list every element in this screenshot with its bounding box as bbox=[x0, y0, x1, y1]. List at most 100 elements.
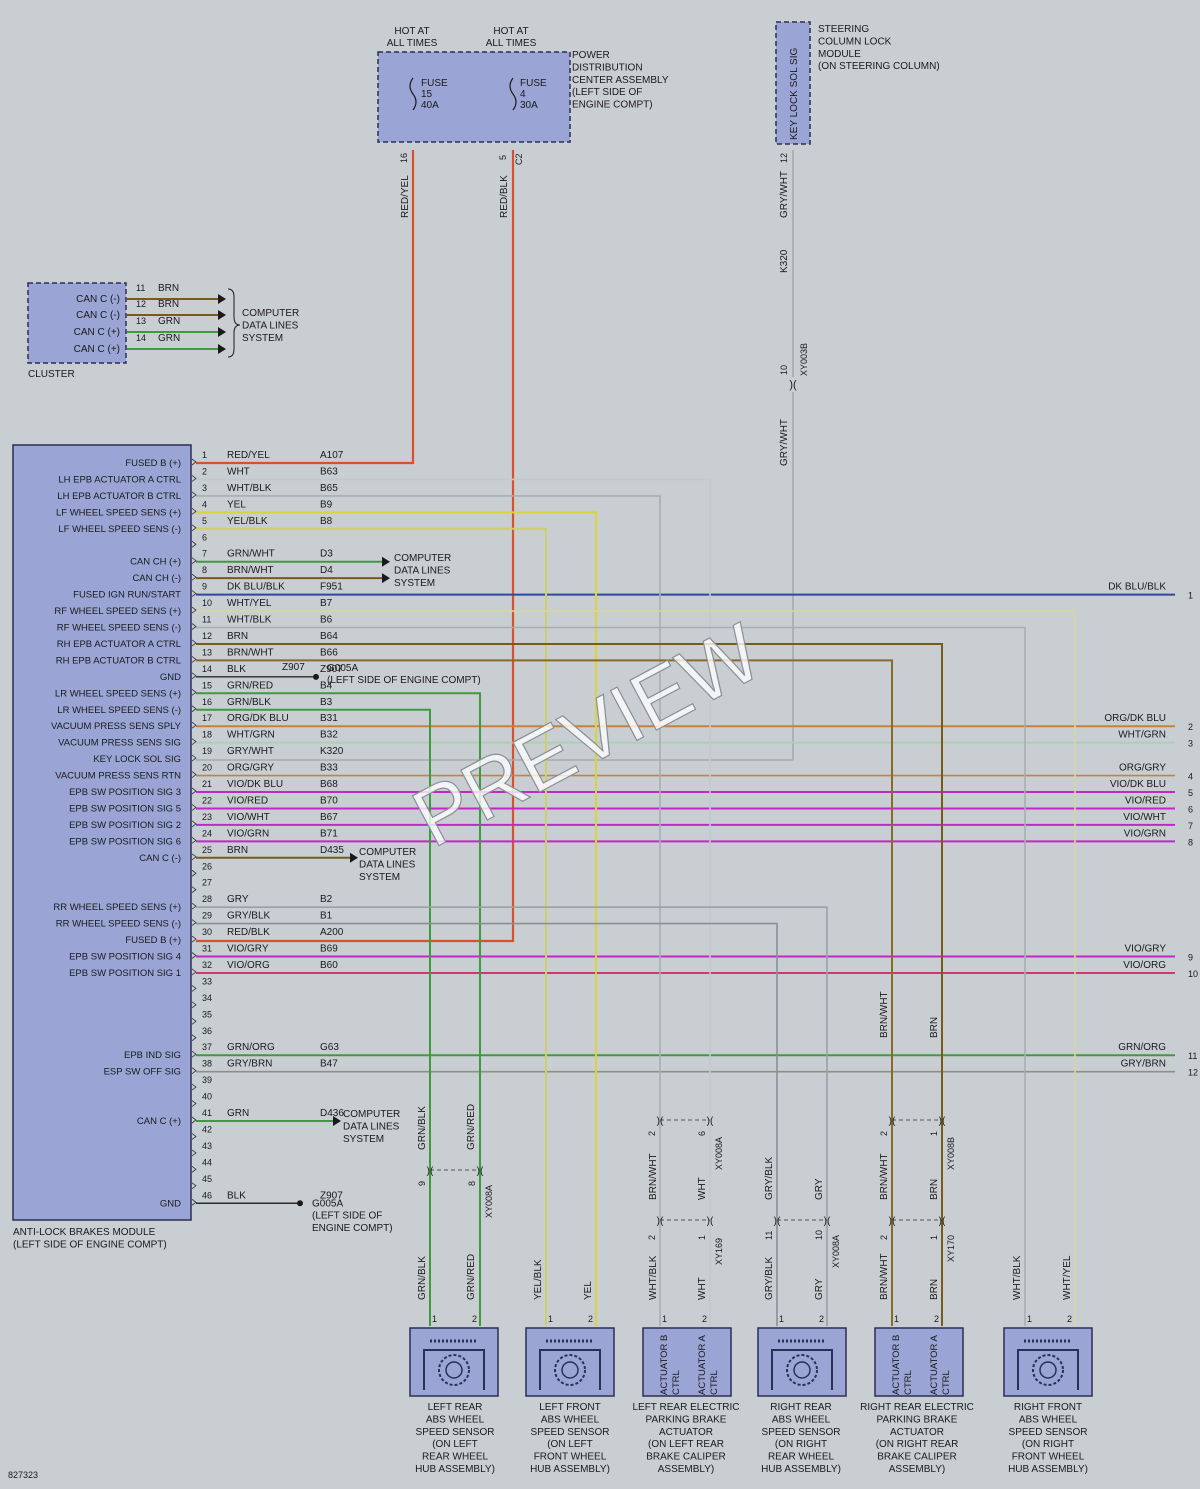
wire-color-label: GRY/BLK bbox=[227, 911, 270, 922]
gear-icon bbox=[445, 1361, 463, 1379]
wire-brn-wht bbox=[196, 659, 893, 1116]
component-label: (ON LEFT bbox=[547, 1439, 593, 1450]
pin-number: 43 bbox=[202, 1141, 212, 1151]
pin-number: 34 bbox=[202, 993, 212, 1003]
connector-id: XY008A bbox=[714, 1137, 724, 1170]
component-label: ASSEMBLY) bbox=[889, 1464, 946, 1475]
wire-color-label: GRN bbox=[227, 1108, 249, 1119]
wire-color-label: GRY/BRN bbox=[227, 1059, 272, 1070]
pin-number: 2 bbox=[1067, 1314, 1072, 1324]
pin-number: 44 bbox=[202, 1157, 212, 1167]
abs-signal-label: GND bbox=[160, 672, 181, 683]
pin-number: 1 bbox=[548, 1314, 553, 1324]
pin-marker bbox=[191, 754, 197, 762]
pin-marker bbox=[191, 886, 197, 894]
component-label: HUB ASSEMBLY) bbox=[530, 1464, 610, 1475]
computer-data-lines-label: COMPUTER bbox=[359, 847, 416, 858]
watermark: PREVIEW bbox=[399, 606, 776, 864]
pin-number: 36 bbox=[202, 1026, 212, 1036]
pin-marker bbox=[191, 1166, 197, 1173]
pin-marker bbox=[191, 952, 197, 959]
pin-number: 16 bbox=[399, 153, 409, 163]
pin-marker bbox=[191, 491, 197, 499]
wire-wht-blk bbox=[196, 495, 661, 1116]
sclm-label: MODULE bbox=[818, 49, 861, 60]
pin-number: 12 bbox=[136, 299, 146, 309]
component-label: LEFT REAR ELECTRIC bbox=[632, 1402, 739, 1413]
wire-color-label: WHT/BLK bbox=[648, 1255, 659, 1300]
abs-signal-label: EPB SW POSITION SIG 3 bbox=[69, 787, 181, 798]
abs-signal-label: EPB SW POSITION SIG 6 bbox=[69, 836, 181, 847]
wire-color-label: RED/YEL bbox=[227, 450, 270, 461]
pin-number: 24 bbox=[202, 828, 212, 838]
pin-marker bbox=[191, 590, 197, 597]
computer-data-lines-label: DATA LINES bbox=[242, 321, 299, 332]
pin-marker bbox=[191, 1182, 197, 1190]
cluster-signal-label: CAN C (-) bbox=[76, 310, 120, 321]
arrow-icon bbox=[218, 310, 226, 320]
component-label: SPEED SENSOR bbox=[416, 1427, 495, 1438]
wire-color-label: YEL/BLK bbox=[533, 1259, 544, 1300]
circuit-id: B6 bbox=[320, 615, 333, 626]
abs-signal-label: VACUUM PRESS SENS RTN bbox=[55, 771, 181, 782]
pin-number: 33 bbox=[202, 976, 212, 986]
component-label: REAR WHEEL bbox=[768, 1452, 835, 1463]
hot-at-all-times-label: HOT AT bbox=[394, 26, 429, 37]
pin-number: 26 bbox=[202, 861, 212, 871]
pin-number: 11 bbox=[136, 283, 145, 293]
pin-marker bbox=[191, 688, 197, 696]
component-label: ABS WHEEL bbox=[426, 1414, 485, 1425]
circuit-id: B63 bbox=[320, 466, 338, 477]
connector-id: XY008B bbox=[946, 1137, 956, 1170]
hot-at-all-times-label: ALL TIMES bbox=[486, 38, 537, 49]
pin-number: 1 bbox=[929, 1131, 939, 1136]
wire-color-label: GRY/BLK bbox=[764, 1257, 775, 1300]
pin-marker bbox=[191, 508, 197, 515]
pin-number: 41 bbox=[202, 1108, 212, 1118]
right-exit-wire-label: GRN/ORG bbox=[1118, 1042, 1166, 1053]
abs-signal-label: EPB SW POSITION SIG 1 bbox=[69, 968, 181, 979]
component-label: (ON LEFT bbox=[432, 1439, 478, 1450]
inline-connector-symbol: )( bbox=[774, 1216, 781, 1227]
circuit-id: D3 bbox=[320, 549, 333, 560]
document-id: 827323 bbox=[8, 1470, 38, 1480]
right-exit-number: 8 bbox=[1188, 837, 1193, 847]
wire-color-label: GRN/BLK bbox=[417, 1256, 428, 1300]
pin-marker bbox=[191, 985, 197, 992]
pin-number: 1 bbox=[1027, 1314, 1032, 1324]
pdc-label: POWER bbox=[572, 50, 610, 61]
arrow-icon bbox=[218, 327, 226, 337]
wire-color-label: GRN bbox=[158, 333, 180, 344]
pin-marker bbox=[191, 1050, 197, 1058]
circuit-id: B2 bbox=[320, 894, 333, 905]
pin-marker bbox=[191, 787, 197, 795]
pdc-label: CENTER ASSEMBLY bbox=[572, 75, 669, 86]
circuit-id: B47 bbox=[320, 1059, 338, 1070]
right-exit-number: 7 bbox=[1188, 821, 1193, 831]
wire-color-label: WHT bbox=[697, 1277, 708, 1300]
wire-color-label: WHT/BLK bbox=[227, 483, 272, 494]
power-distribution-center bbox=[377, 51, 571, 143]
pin-number: 4 bbox=[202, 499, 207, 509]
inline-connector-symbol: )( bbox=[789, 379, 797, 391]
pin-number: 2 bbox=[879, 1235, 889, 1240]
wire-red-yel bbox=[196, 150, 415, 465]
circuit-id: Z907 bbox=[320, 1190, 343, 1201]
pin-number: 8 bbox=[467, 1181, 477, 1186]
hot-at-all-times-label: ALL TIMES bbox=[387, 38, 438, 49]
circuit-id: B64 bbox=[320, 631, 338, 642]
pin-marker bbox=[191, 738, 197, 745]
abs-signal-label: RR WHEEL SPEED SENS (-) bbox=[56, 919, 181, 930]
right-exit-number: 10 bbox=[1188, 969, 1198, 979]
right-exit-number: 12 bbox=[1188, 1068, 1198, 1078]
component-label: BRAKE CALIPER bbox=[877, 1452, 956, 1463]
tone-ring-icon bbox=[438, 1354, 470, 1386]
circuit-id: A107 bbox=[320, 450, 344, 461]
pin-marker bbox=[191, 820, 197, 828]
actuator-b-ctrl-label: ACTUATOR B bbox=[891, 1335, 902, 1395]
pin-marker bbox=[191, 869, 197, 877]
wire-color-label: RED/YEL bbox=[400, 175, 411, 218]
circuit-id: B65 bbox=[320, 483, 338, 494]
wire-color-label: ORG/DK BLU bbox=[227, 713, 289, 724]
arrow-icon bbox=[382, 573, 390, 584]
